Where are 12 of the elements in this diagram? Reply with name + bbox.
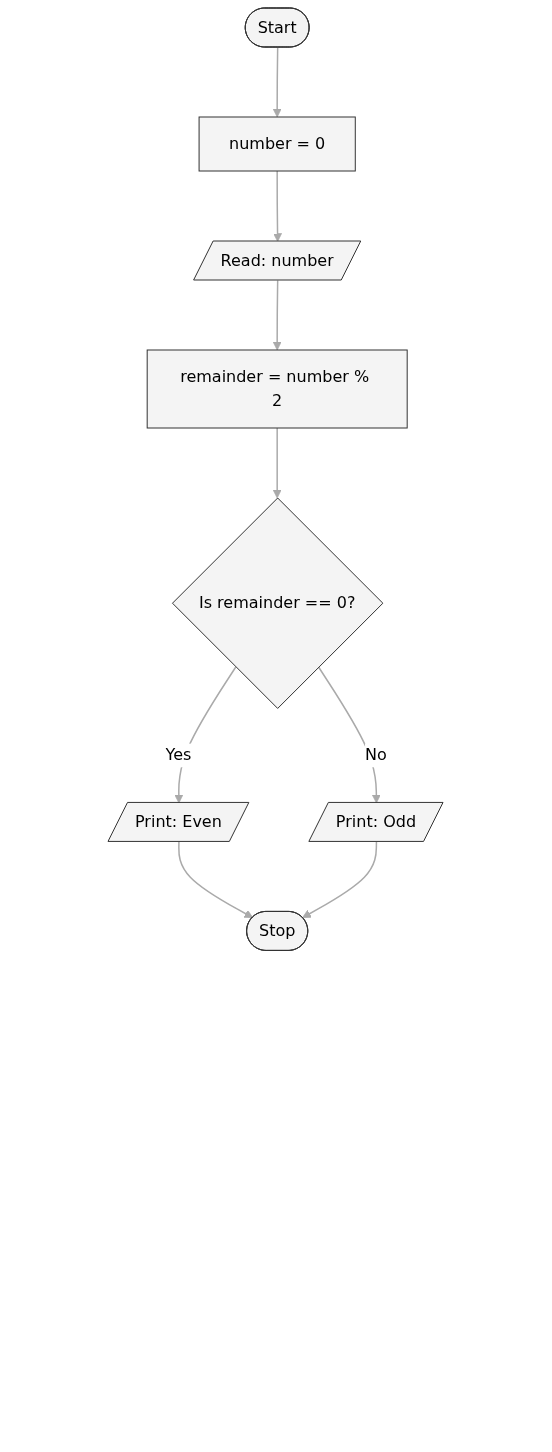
arrow <box>273 46 283 118</box>
arrow <box>318 666 382 804</box>
node-box: remainder = number % 2 <box>147 349 409 429</box>
node-diamond: Is remainder == 0? <box>172 497 384 709</box>
arrow <box>273 279 283 351</box>
arrow <box>273 427 283 499</box>
arrow <box>178 841 254 919</box>
edge-label: Yes <box>165 745 192 765</box>
edge-label: No <box>365 745 388 765</box>
arrow <box>273 170 283 242</box>
node-box: number = 0 <box>199 116 357 172</box>
arrow <box>302 841 378 919</box>
